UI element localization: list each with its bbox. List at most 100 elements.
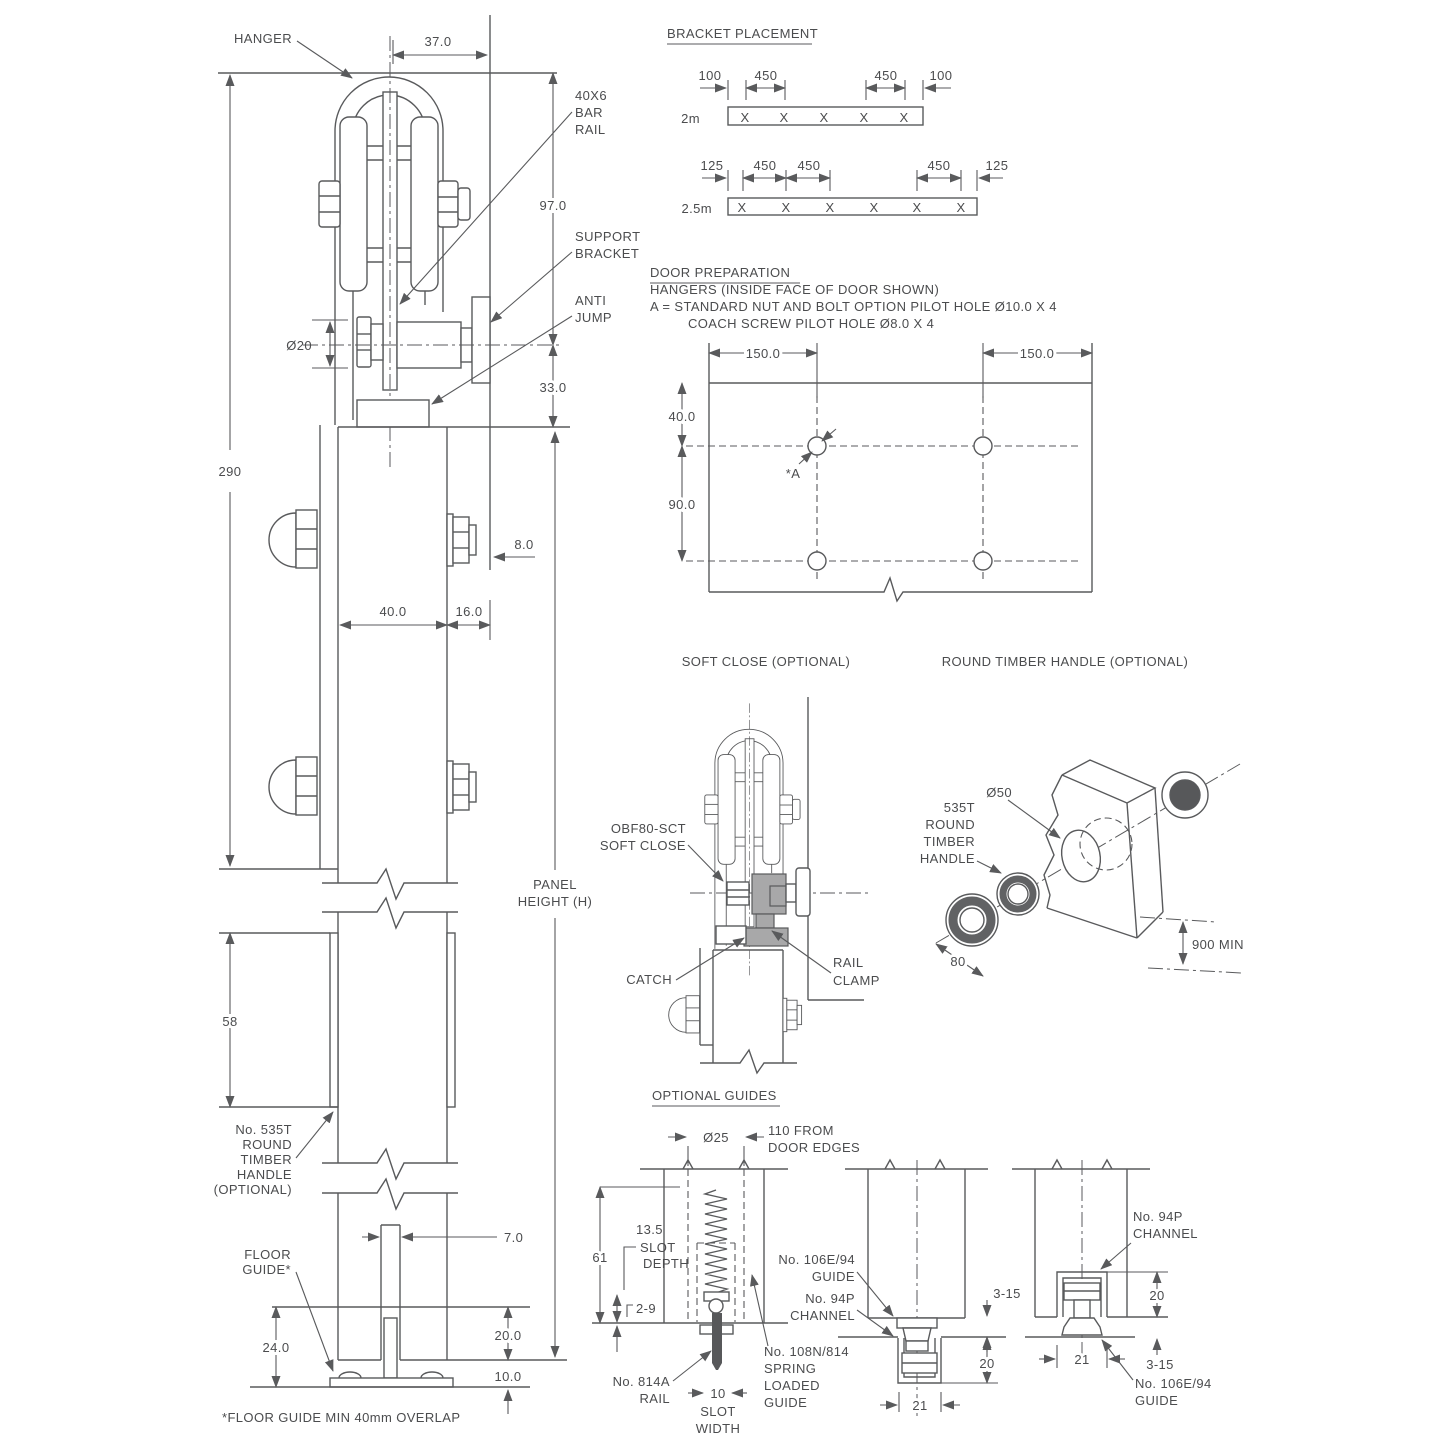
optional-guides-section: OPTIONAL GUIDES 61 (589, 1088, 1212, 1436)
rail-clamp-label-1: RAIL (833, 955, 864, 970)
dim-450-c: 450 (928, 158, 951, 173)
bracket-mark: X (859, 110, 868, 125)
main-labels: HANGER 40X6 BAR RAIL SUPPORT BRACKET ANT… (214, 31, 640, 1425)
door-channel-view: No. 94P CHANNEL 20 3-15 21 No. 106E/94 G… (1012, 1158, 1212, 1408)
support-bracket-label-1: SUPPORT (575, 229, 640, 244)
soft-close-section: SOFT CLOSE (OPTIONAL) OBF80-SCT (600, 654, 879, 1075)
dim-40: 40.0 (669, 409, 696, 424)
optional-guides-title: OPTIONAL GUIDES (652, 1088, 777, 1103)
dim-20-mid: 20 (979, 1356, 994, 1371)
panel-height-2: HEIGHT (H) (518, 894, 593, 909)
dim-80: 80 (950, 954, 965, 969)
handle-note-4: HANDLE (237, 1167, 292, 1182)
dim-d25: Ø25 (703, 1130, 729, 1145)
bracket-row-2-5m: 2.5m X X X X X X 125 450 450 450 125 (681, 158, 1008, 216)
handle-note-2: ROUND (242, 1137, 292, 1152)
round-timber-handle-title: ROUND TIMBER HANDLE (OPTIONAL) (942, 654, 1189, 669)
dim-20-right: 20 (1149, 1288, 1164, 1303)
soft-close-device-label-2: SOFT CLOSE (600, 838, 686, 853)
soft-close-device (715, 867, 811, 947)
bar-rail-label-3: RAIL (575, 122, 606, 137)
door-prep-drawing: 150.0 150.0 40.0 90.0 *A (666, 343, 1093, 603)
slot-depth-3: DEPTH (643, 1256, 689, 1271)
rail-814a-2: RAIL (639, 1391, 670, 1406)
guide-106e-right-1: No. 106E/94 (1135, 1376, 1212, 1391)
spring-guide-label-1: No. 108N/814 (764, 1344, 849, 1359)
rail-length-2m: 2m (681, 111, 700, 126)
floor-guide-footnote: *FLOOR GUIDE MIN 40mm OVERLAP (222, 1410, 460, 1425)
dim-100-left: 100 (699, 68, 722, 83)
bar-rail-label-1: 40X6 (575, 88, 607, 103)
dim-40: 40.0 (380, 604, 407, 619)
slot-depth-1: 13.5 (636, 1222, 663, 1237)
soft-close-device-label-1: OBF80-SCT (611, 821, 686, 836)
door-preparation-section: DOOR PREPARATION HANGERS (INSIDE FACE OF… (650, 265, 1093, 603)
dim-d20: Ø20 (286, 338, 312, 353)
spring-guide-label-3: LOADED (764, 1378, 820, 1393)
anti-jump-block (356, 399, 430, 428)
note-110-1: 110 FROM (768, 1123, 834, 1138)
handle-note-3: TIMBER (240, 1152, 292, 1167)
anti-jump-label-2: JUMP (575, 310, 612, 325)
bracket-mark: X (819, 110, 828, 125)
dim-20: 20.0 (495, 1328, 522, 1343)
floor-guide-label-2: GUIDE* (242, 1262, 291, 1277)
dim-450-left: 450 (755, 68, 778, 83)
handle-note-5: (OPTIONAL) (214, 1182, 292, 1197)
spring-guide-label-2: SPRING (764, 1361, 816, 1376)
main-dimensions: 37.0 97.0 33.0 290 Ø20 8.0 40.0 16.0 PAN… (219, 34, 593, 1414)
dim-3-15-mid: 3-15 (993, 1286, 1021, 1301)
guide-106e-label-1: No. 106E/94 (778, 1252, 855, 1267)
bracket-mark: X (737, 200, 746, 215)
channel-94p-right-1: No. 94P (1133, 1209, 1183, 1224)
door-prep-note-2: A = STANDARD NUT AND BOLT OPTION PILOT H… (650, 299, 1057, 314)
bracket-mark: X (781, 200, 790, 215)
door-prep-note-3: COACH SCREW PILOT HOLE Ø8.0 X 4 (688, 316, 934, 331)
bottom-guide-view: 3-15 20 21 No. 106E/94 GUIDE No. 94P CHA… (778, 1158, 1021, 1418)
timber-handle-profile (329, 932, 339, 1108)
round-timber-handle-section: ROUND TIMBER HANDLE (OPTIONAL) (920, 654, 1244, 977)
dim-d50: Ø50 (986, 785, 1012, 800)
handle-535t-label-1: 535T (944, 800, 975, 815)
handle-535t-label-3: TIMBER (923, 834, 975, 849)
floor-guide-label-1: FLOOR (244, 1247, 291, 1262)
dim-16: 16.0 (456, 604, 483, 619)
note-110-2: DOOR EDGES (768, 1140, 860, 1155)
dim-150-right: 150.0 (1020, 346, 1055, 361)
dim-24: 24.0 (263, 1340, 290, 1355)
handle-535t-label-2: ROUND (925, 817, 975, 832)
panel-height-1: PANEL (533, 877, 577, 892)
bracket-mark: X (912, 200, 921, 215)
hanger-label: HANGER (234, 31, 292, 46)
dim-61: 61 (592, 1250, 607, 1265)
channel-94p-right-2: CHANNEL (1133, 1226, 1198, 1241)
dim-2-9: 2-9 (636, 1301, 656, 1316)
bracket-mark: X (869, 200, 878, 215)
soft-close-catch (715, 925, 747, 945)
bracket-mark: X (740, 110, 749, 125)
dim-900-min: 900 MIN (1192, 937, 1244, 952)
spring-guide-view: 61 Ø25 110 FROM DOOR EDGES 13.5 SLOT DEP… (589, 1123, 860, 1436)
bracket-mark: X (779, 110, 788, 125)
dim-21-mid: 21 (912, 1398, 927, 1413)
hole-label-a: *A (786, 466, 801, 481)
dim-97: 97.0 (540, 198, 567, 213)
spring-guide-label-4: GUIDE (764, 1395, 807, 1410)
handle-note-1: No. 535T (235, 1122, 292, 1137)
slot-depth-2: SLOT (640, 1240, 676, 1255)
bracket-placement-title: BRACKET PLACEMENT (667, 26, 818, 41)
soft-close-title: SOFT CLOSE (OPTIONAL) (682, 654, 851, 669)
rail-814a-1: No. 814A (613, 1374, 670, 1389)
strap-bolt-1 (268, 509, 477, 569)
spring-coil (702, 1189, 730, 1294)
door-prep-note-1: HANGERS (INSIDE FACE OF DOOR SHOWN) (650, 282, 939, 297)
bracket-placement-section: BRACKET PLACEMENT 2m X X X X X 100 450 4… (667, 26, 1008, 216)
dim-8: 8.0 (514, 537, 533, 552)
dim-10-slot: 10 (710, 1386, 725, 1401)
timber-handle-drawing (935, 759, 1243, 974)
dim-33: 33.0 (540, 380, 567, 395)
door-preparation-title: DOOR PREPARATION (650, 265, 790, 280)
guide-rail-pin (712, 1313, 722, 1370)
dim-10: 10.0 (495, 1369, 522, 1384)
floor-guide-blade (383, 1317, 398, 1379)
